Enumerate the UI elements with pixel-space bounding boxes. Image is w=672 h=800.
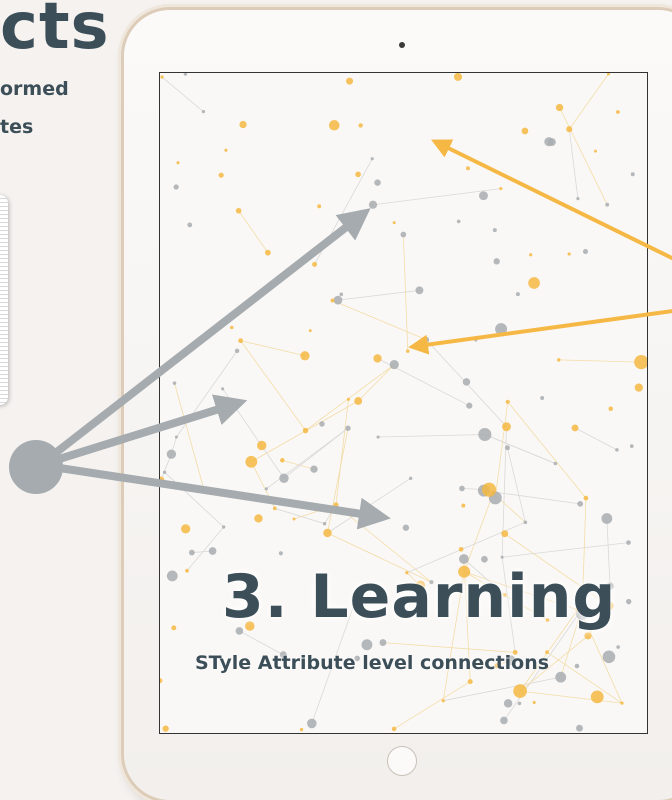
gray-arrow-2 (40, 405, 232, 465)
gray-arrow-1 (40, 218, 358, 465)
source-node (9, 440, 63, 494)
yellow-arrow-2 (418, 310, 672, 346)
yellow-arrow-1 (440, 144, 672, 262)
screen-title: 3. Learning (222, 562, 616, 632)
gray-arrow-3 (40, 465, 375, 516)
screen-subtitle: STyle Attribute level connections (195, 652, 549, 674)
